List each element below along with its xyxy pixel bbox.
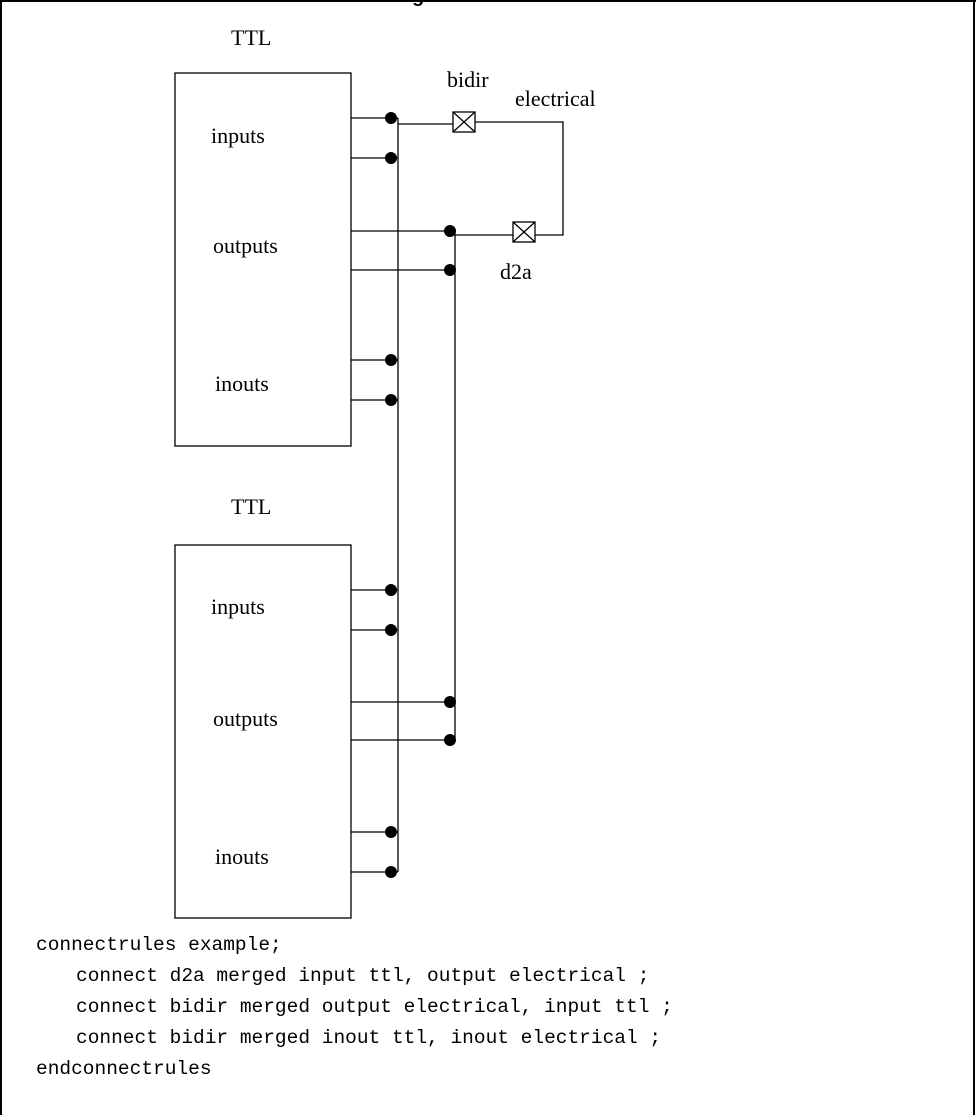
code-line-footer: endconnectrules	[36, 1058, 212, 1080]
junction-dot	[385, 826, 397, 838]
junction-dot	[385, 394, 397, 406]
electrical-net-label: electrical	[515, 86, 596, 111]
d2a-module-icon	[512, 221, 536, 243]
junction-dot	[385, 624, 397, 636]
junction-dot	[444, 696, 456, 708]
block-lower-port-inouts: inouts	[215, 844, 269, 869]
bidir-module-label: bidir	[447, 67, 489, 92]
junction-dot	[444, 264, 456, 276]
block-lower-port-inputs: inputs	[211, 594, 265, 619]
junction-dot	[385, 866, 397, 878]
block-upper	[174, 72, 352, 447]
junction-dot	[385, 112, 397, 124]
code-line-connect-d2a: connect d2a merged input ttl, output ele…	[76, 965, 650, 987]
block-upper-port-inouts: inouts	[215, 371, 269, 396]
code-line-connect-bidir-inout: connect bidir merged inout ttl, inout el…	[76, 1027, 662, 1049]
junction-dot	[385, 354, 397, 366]
junction-dot	[444, 225, 456, 237]
electrical-net-wire	[475, 121, 564, 236]
connectrules-code: connectrules example; connect d2a merged …	[36, 930, 673, 1085]
junction-dot	[385, 152, 397, 164]
block-upper-port-outputs: outputs	[213, 233, 278, 258]
code-line-connect-bidir-output: connect bidir merged output electrical, …	[76, 996, 673, 1018]
lower-port-stubs	[351, 589, 455, 873]
bidir-module-icon	[452, 111, 476, 133]
block-lower-name: TTL	[231, 494, 271, 519]
junction-dots	[385, 112, 456, 878]
d2a-module-label: d2a	[500, 259, 532, 284]
block-lower	[174, 544, 352, 919]
junction-dot	[385, 584, 397, 596]
code-line-header: connectrules example;	[36, 934, 282, 956]
upper-port-stubs	[351, 117, 455, 401]
figure-title: g	[412, 0, 424, 7]
block-upper-name: TTL	[231, 25, 271, 50]
block-lower-port-outputs: outputs	[213, 706, 278, 731]
junction-dot	[444, 734, 456, 746]
block-upper-port-inputs: inputs	[211, 123, 265, 148]
